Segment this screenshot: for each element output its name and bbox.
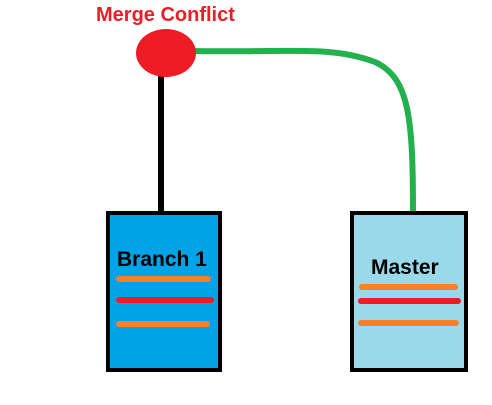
diagram-title: Merge Conflict <box>96 4 235 26</box>
master-label: Master <box>371 256 439 279</box>
branch1-label: Branch 1 <box>117 248 207 271</box>
conflict-node <box>136 29 196 77</box>
master-box-body <box>350 211 468 372</box>
branch1-box: Branch 1 <box>106 211 222 372</box>
master-box: Master <box>350 211 468 372</box>
master-connector <box>187 47 416 219</box>
branch1-box-body <box>106 211 222 372</box>
